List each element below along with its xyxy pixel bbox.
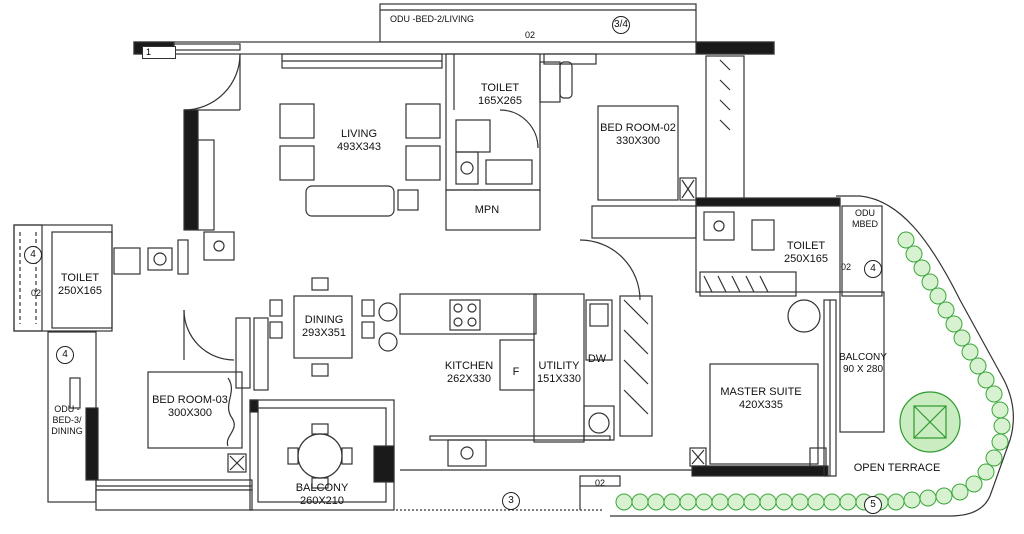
toilet-left-name: TOILET bbox=[60, 272, 100, 284]
balcony-right-label: BALCONY 90 X 280 bbox=[838, 352, 888, 376]
marker-5-bottom: 5 bbox=[864, 496, 882, 514]
kitchen-name: KITCHEN bbox=[444, 360, 494, 372]
window-02-top: 02 bbox=[524, 30, 535, 40]
bedroom2-bed bbox=[597, 105, 679, 201]
sheet-tag-1: 1 bbox=[142, 46, 176, 59]
left-wall-living bbox=[183, 109, 199, 231]
toilet-right-dim: 250X165 bbox=[783, 253, 829, 265]
marker-4-left-a: 4 bbox=[24, 246, 42, 264]
odu-bed3-line3: DINING bbox=[51, 426, 83, 436]
hedge bbox=[615, 231, 1011, 511]
toilet-left-label: TOILET 250X165 bbox=[52, 272, 108, 298]
bedroom3-dim: 300X300 bbox=[167, 407, 213, 419]
kitchen-label: KITCHEN 262X330 bbox=[438, 360, 500, 386]
toilet-right-label: TOILET 250X165 bbox=[778, 240, 834, 266]
master-wall-bottom bbox=[691, 465, 829, 477]
mpn-label: MPN bbox=[470, 204, 504, 217]
balcony-right bbox=[839, 291, 885, 433]
marker-34: 3/4 bbox=[612, 16, 630, 34]
dining-dim: 293X351 bbox=[301, 327, 347, 339]
window-02-left: 02 bbox=[30, 288, 41, 298]
kitchen-dim: 262X330 bbox=[446, 373, 492, 385]
terrace-boundary bbox=[610, 195, 1014, 517]
master-label: MASTER SUITE 420X335 bbox=[716, 386, 806, 412]
living-name: LIVING bbox=[340, 128, 378, 140]
dining-label: DINING 293X351 bbox=[296, 314, 352, 340]
living-label: LIVING 493X343 bbox=[328, 128, 390, 154]
bedroom2-name: BED ROOM-02 bbox=[600, 122, 676, 134]
master-bed bbox=[709, 363, 819, 465]
utility-dim: 151X330 bbox=[536, 373, 582, 385]
tree bbox=[899, 391, 961, 453]
balcony-main-dim: 260X210 bbox=[299, 495, 345, 507]
marker-3-bottom: 3 bbox=[502, 492, 520, 510]
toilet-top-label: TOILET 165X265 bbox=[470, 82, 530, 108]
utility-label: UTILITY 151X330 bbox=[534, 360, 584, 386]
open-terrace-name: OPEN TERRACE bbox=[853, 462, 941, 474]
dishwasher-tag: DW bbox=[587, 353, 607, 365]
living-dim: 493X343 bbox=[336, 141, 382, 153]
bedroom3-name: BED ROOM-03 bbox=[152, 394, 228, 406]
master-name: MASTER SUITE bbox=[720, 386, 802, 398]
marker-4-left-b: 4 bbox=[56, 346, 74, 364]
odu-bed2-living-tag: ODU -BED-2/LIVING bbox=[389, 14, 474, 24]
bedroom3-bed bbox=[147, 371, 243, 449]
dining-table bbox=[293, 295, 353, 359]
dining-name: DINING bbox=[304, 314, 344, 326]
fridge-tag: F bbox=[512, 366, 520, 378]
toilet-right-name: TOILET bbox=[786, 240, 826, 252]
toilet-top-name: TOILET bbox=[480, 82, 520, 94]
marker-4-right: 4 bbox=[864, 260, 882, 278]
toilet-top-dim: 165X265 bbox=[477, 95, 523, 107]
master-dim: 420X335 bbox=[738, 399, 784, 411]
odu-mbed-tag: ODU MBED bbox=[850, 208, 880, 230]
odu-mbed-line2: MBED bbox=[851, 219, 878, 229]
toilet-left-dim: 250X165 bbox=[57, 285, 103, 297]
window-02-right: 02 bbox=[840, 262, 851, 272]
window-02-bottom: 02 bbox=[594, 478, 605, 488]
odu-mbed-line1: ODU bbox=[855, 208, 875, 218]
utility-name: UTILITY bbox=[538, 360, 580, 372]
sofa bbox=[305, 185, 395, 217]
odu-bed3 bbox=[69, 377, 81, 409]
kitchen-counter-top bbox=[399, 293, 537, 335]
open-terrace-label: OPEN TERRACE bbox=[852, 462, 942, 475]
balcony-right-name: BALCONY bbox=[839, 352, 887, 363]
odu-bed3-dining-tag: ODU - BED-3/ DINING bbox=[50, 404, 84, 437]
odu-bed3-line1: ODU - bbox=[54, 404, 80, 414]
mpn-name: MPN bbox=[474, 204, 500, 216]
bedroom3-label: BED ROOM-03 300X300 bbox=[150, 394, 230, 420]
bedroom2-dim: 330X300 bbox=[615, 135, 661, 147]
bedroom2-label: BED ROOM-02 330X300 bbox=[598, 122, 678, 148]
balcony-main-name: BALCONY bbox=[295, 482, 349, 494]
balcony-right-dim: 90 X 280 bbox=[842, 364, 884, 375]
balcony-main-label: BALCONY 260X210 bbox=[292, 482, 352, 508]
toilet-top bbox=[445, 53, 541, 191]
odu-bed3-line2: BED-3/ bbox=[52, 415, 82, 425]
